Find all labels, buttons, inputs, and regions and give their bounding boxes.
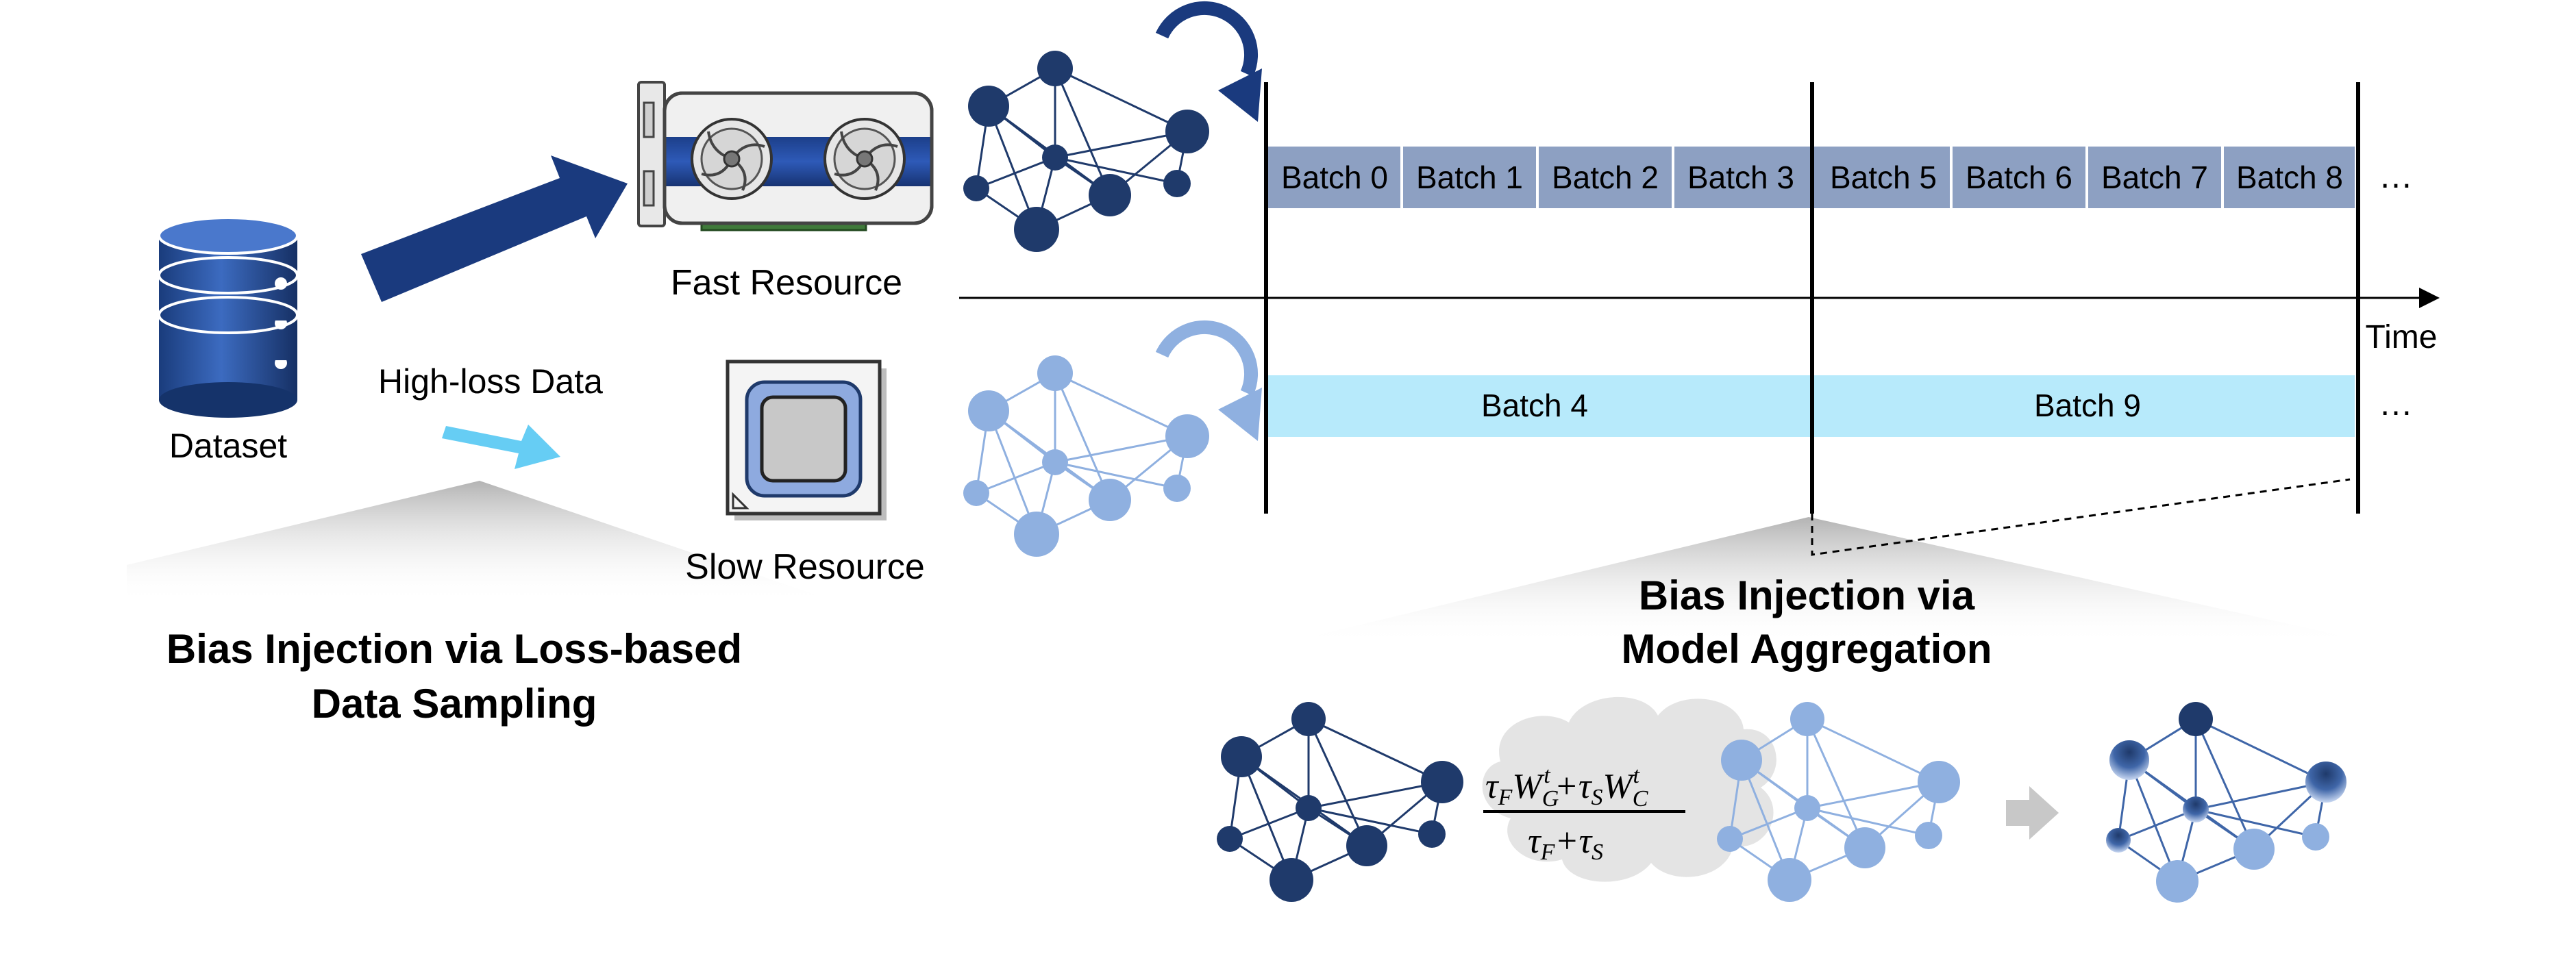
aggregation-arrow [2006, 786, 2059, 840]
fast-resource-label: Fast Resource [671, 263, 902, 303]
svg-text:τFWGt+τSWCt: τFWGt+τSWCt [1485, 763, 1648, 812]
right-shadow-fan [1281, 517, 2377, 644]
high-loss-label: High-loss Data [378, 362, 603, 401]
svg-text:τF+τS: τF+τS [1528, 822, 1603, 865]
fast-refresh-icon [1155, 1, 1262, 122]
slow-model-network [963, 355, 1209, 557]
left-caption-line1: Bias Injection via Loss-based [166, 626, 742, 672]
gpu-icon [637, 81, 934, 231]
time-label: Time [2366, 319, 2438, 355]
batch-label: Batch 5 [1830, 160, 1937, 195]
fast-model-network [963, 51, 1209, 252]
cpu-icon [726, 360, 887, 520]
slow-ellipsis: … [2379, 384, 2413, 423]
formula-denominator: τF+τS [1528, 822, 1603, 865]
aggregation-slow-network [1717, 702, 1960, 902]
database-icon [158, 216, 299, 418]
slow-refresh-icon [1155, 320, 1262, 441]
right-caption-line2: Model Aggregation [1621, 626, 1992, 672]
batch-label: Batch 8 [2236, 160, 2343, 195]
batch-label: Batch 3 [1687, 160, 1794, 195]
left-caption-line2: Data Sampling [312, 681, 597, 727]
batch-label: Batch 0 [1281, 160, 1388, 195]
batch-label: Batch 1 [1416, 160, 1523, 195]
formula-cloud: τFWGt+τSWCt τF+τS [1482, 696, 1776, 882]
fast-data-arrow [361, 155, 628, 302]
dataset-label: Dataset [169, 427, 287, 465]
right-caption-line1: Bias Injection via [1639, 573, 1975, 618]
batch-label: Batch 9 [2034, 388, 2141, 423]
batch-label: Batch 7 [2101, 160, 2208, 195]
high-loss-arrow [442, 425, 560, 469]
batch-label: Batch 4 [1481, 388, 1588, 423]
fast-ellipsis: … [2379, 157, 2413, 195]
slow-resource-label: Slow Resource [685, 547, 925, 587]
aggregation-fast-network [1217, 702, 1463, 902]
batch-label: Batch 6 [1966, 160, 2072, 195]
zoom-outline [1811, 478, 2351, 556]
aggregated-network [2106, 702, 2346, 903]
batch-label: Batch 2 [1552, 160, 1659, 195]
left-shadow-fan [127, 481, 839, 603]
formula-numerator: τFWGt+τSWCt [1485, 763, 1648, 812]
